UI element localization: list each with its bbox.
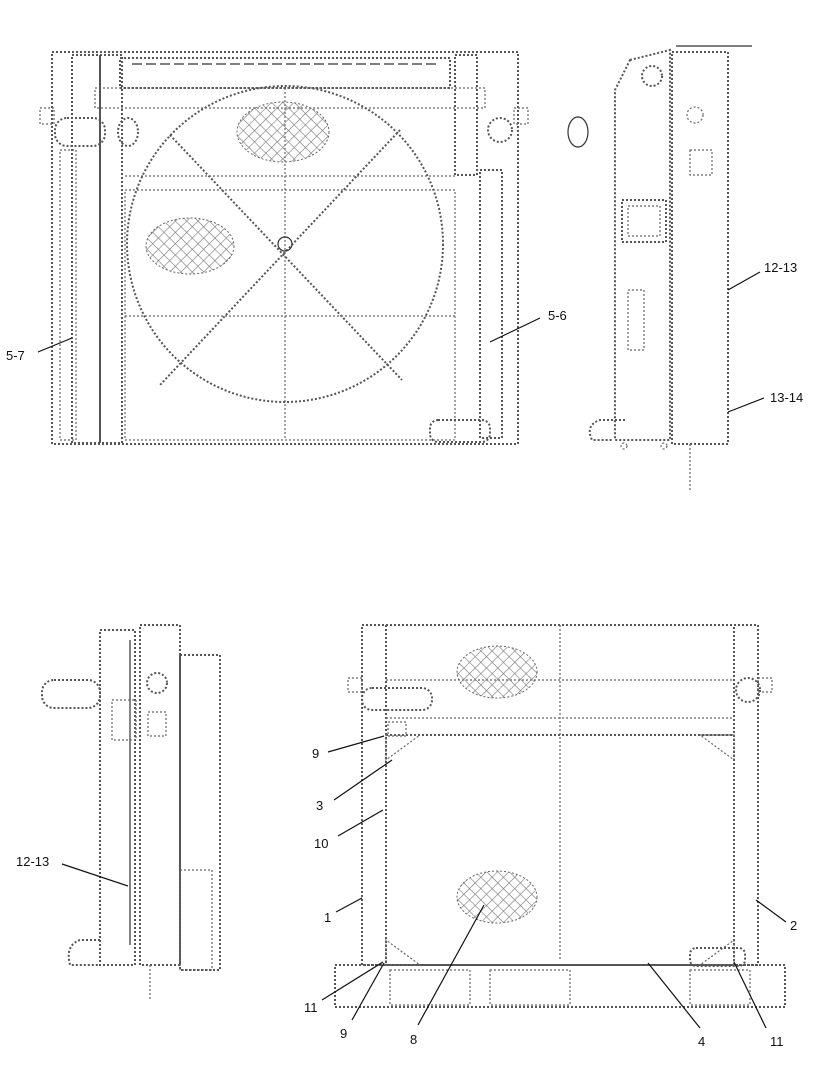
callout-11-left: 11 [304, 1000, 318, 1015]
front-view-fan-shroud [39, 51, 529, 445]
callout-4: 4 [698, 1034, 705, 1049]
callout-8: 8 [410, 1032, 417, 1047]
callout-12-13-top: 12-13 [764, 260, 797, 275]
callout-13-14: 13-14 [770, 390, 803, 405]
callout-3: 3 [316, 798, 323, 813]
callout-11-right: 11 [770, 1034, 784, 1049]
side-view-left [41, 624, 221, 1000]
callout-5-7: 5-7 [6, 348, 25, 363]
front-view-assembly [334, 624, 786, 1008]
callout-2: 2 [790, 918, 797, 933]
callout-12-13-bottom: 12-13 [16, 854, 49, 869]
leader-lines [37, 271, 787, 1029]
side-view-right [567, 45, 752, 490]
callout-5-6: 5-6 [548, 308, 567, 323]
callout-9-lower: 9 [340, 1026, 347, 1041]
callout-10: 10 [314, 836, 328, 851]
callout-labels: 5-7 5-6 12-13 13-14 12-13 9 3 10 1 2 11 … [6, 260, 803, 1049]
callout-1: 1 [324, 910, 331, 925]
callout-9-upper: 9 [312, 746, 319, 761]
